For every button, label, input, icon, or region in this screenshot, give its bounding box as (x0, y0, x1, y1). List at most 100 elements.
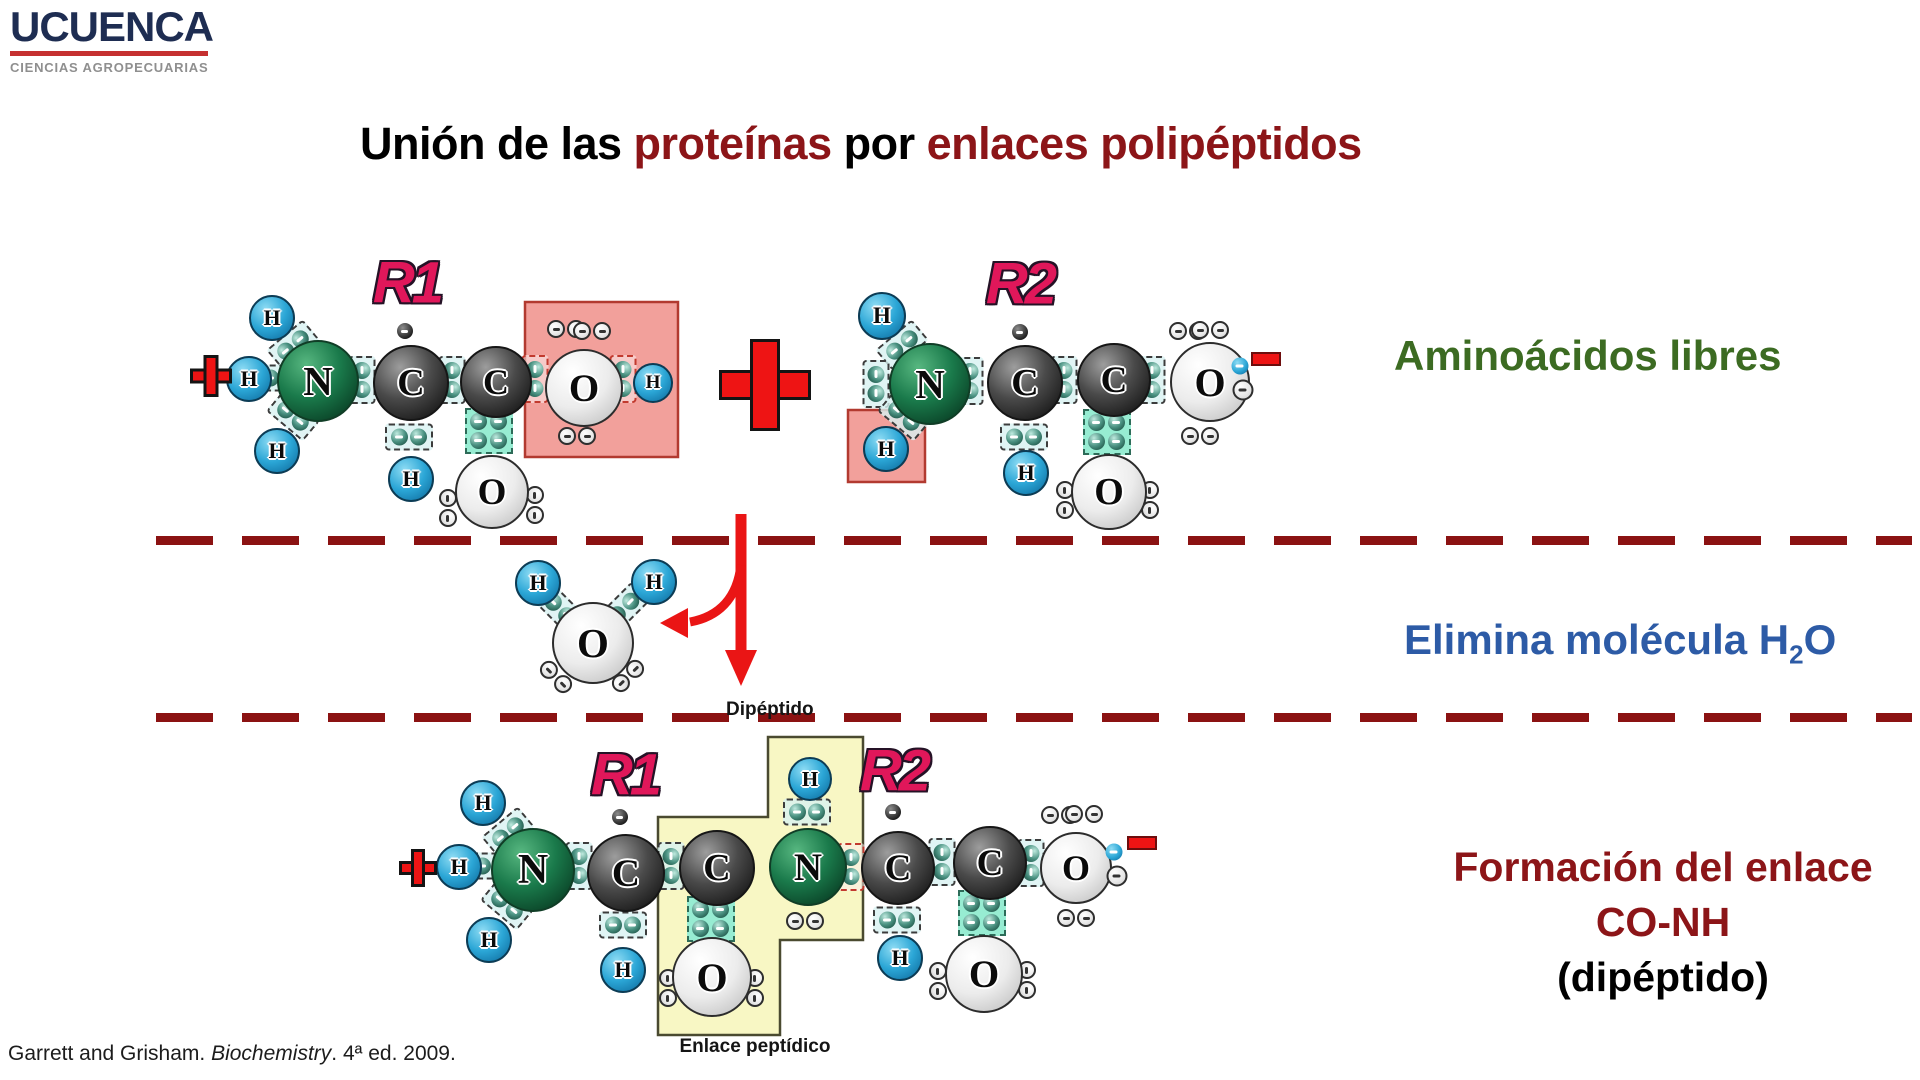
atom-symbol: H (402, 466, 420, 491)
oxygen-atom: O (455, 455, 529, 529)
blue-electron-dot (1105, 843, 1123, 861)
atom-symbol: C (703, 847, 731, 889)
logo-subtitle: CIENCIAS AGROPECUARIAS (10, 60, 209, 75)
plus-sign (203, 355, 219, 397)
caption-dipeptide: Dipéptido (726, 699, 814, 720)
hydrogen-atom: H (515, 560, 561, 606)
shared-electron (470, 432, 487, 449)
carbon-atom: C (987, 345, 1063, 421)
shared-electron (470, 413, 487, 430)
label-water-sub: 2 (1789, 639, 1804, 670)
lone-pair (1057, 909, 1095, 927)
lone-pair (1191, 321, 1229, 339)
bond-electron-pair (385, 423, 433, 451)
plus-sign (411, 849, 425, 887)
lone-pair (786, 912, 824, 930)
bond-electron (789, 803, 806, 821)
bond-electron-pair (1000, 423, 1048, 451)
hydrogen-atom: H (388, 456, 434, 502)
minus-sign (1251, 352, 1281, 366)
reaction-plus-sign (750, 339, 780, 431)
label-water-eliminated: Elimina molécula H2O (1404, 616, 1836, 670)
carbon-atom: C (460, 346, 532, 418)
lone-pair-electron (1201, 427, 1219, 445)
logo-rule (10, 51, 208, 56)
title-part: Unión de las (360, 118, 634, 169)
shared-electron (1108, 414, 1125, 431)
lone-pair-electron (1065, 805, 1083, 823)
atom-symbol: H (240, 366, 258, 391)
atom-symbol: C (397, 362, 425, 404)
atom-symbol: C (611, 851, 641, 895)
nitrogen-atom: N (491, 828, 575, 912)
bond-electron-pair (873, 906, 921, 934)
nitrogen-atom: N (769, 828, 847, 906)
nitrogen-atom: N (889, 343, 971, 425)
oxygen-atom: O (1170, 342, 1250, 422)
hydrogen-atom: H (877, 935, 923, 981)
bond-electron-pair (599, 911, 647, 939)
carbon-atom: C (861, 831, 935, 905)
nitrogen-atom: N (277, 340, 359, 422)
atom-symbol: H (474, 790, 492, 815)
r-group-label: R1 (590, 742, 662, 808)
lone-pair (558, 427, 596, 445)
shared-electron (983, 914, 1000, 931)
shared-electron-box (1083, 409, 1131, 455)
atom-symbol: H (529, 570, 547, 595)
citation-italic: Biochemistry (211, 1042, 332, 1065)
atom-symbol: H (801, 766, 819, 791)
shared-electron (1088, 433, 1105, 450)
bond-electron (391, 428, 408, 446)
minus-sign (1127, 836, 1157, 850)
label-free-amino-acids: Aminoácidos libres (1394, 332, 1781, 380)
section-divider-bottom (156, 713, 1912, 722)
lone-pair-electron (1041, 806, 1059, 824)
hydrogen-atom: H (460, 780, 506, 826)
hydrogen-atom: H (254, 428, 300, 474)
lone-pair-electron (786, 912, 804, 930)
lone-pair-electron (1169, 322, 1187, 340)
lone-pair-electron (1191, 321, 1209, 339)
hydrogen-atom: H (436, 844, 482, 890)
lone-pair-electron (578, 427, 596, 445)
hydrogen-atom: H (788, 757, 832, 801)
label-bond-line2: CO-NH (1595, 899, 1731, 945)
title-part: enlaces polipéptidos (926, 118, 1363, 169)
shared-electron-box (465, 408, 513, 454)
label-free-amino-acids-text: Aminoácidos libres (1394, 332, 1782, 379)
hydrogen-atom: H (633, 363, 673, 403)
atom-symbol: H (268, 438, 286, 463)
atom-symbol: C (1011, 362, 1039, 404)
lone-pair-electron (573, 322, 591, 340)
label-bond-line3: (dipéptido) (1557, 954, 1769, 1000)
hydrogen-atom: H (631, 559, 677, 605)
dark-electron-dot (885, 804, 901, 820)
lone-pair-electron (806, 912, 824, 930)
carbon-atom: C (587, 834, 665, 912)
atom-symbol: C (976, 842, 1004, 884)
white-electron-dot (1106, 865, 1128, 887)
atom-symbol: N (793, 845, 823, 889)
page-title: Unión de las proteínas por enlaces polip… (360, 118, 1540, 170)
carbon-atom: C (1077, 343, 1151, 417)
label-bond-line1: Formación del enlace (1453, 844, 1873, 890)
lone-pair (1065, 805, 1103, 823)
dark-electron-dot (1012, 324, 1028, 340)
hydrogen-atom: H (249, 295, 295, 341)
lone-pair-electron (593, 322, 611, 340)
white-electron-dot (1232, 379, 1254, 401)
r-group-label: R2 (859, 738, 931, 804)
atom-symbol: H (873, 303, 891, 328)
atom-symbol: O (577, 620, 609, 666)
shared-electron (963, 914, 980, 931)
bond-electron (1025, 428, 1042, 446)
atom-symbol: N (517, 847, 549, 893)
atom-symbol: O (968, 952, 1000, 996)
atom-symbol: H (645, 372, 661, 393)
caption-peptide-bond: Enlace peptídico (679, 1036, 831, 1057)
hydrogen-atom: H (858, 292, 906, 340)
title-part: proteínas (633, 118, 833, 169)
shared-electron (490, 432, 507, 449)
shared-electron (692, 920, 709, 937)
